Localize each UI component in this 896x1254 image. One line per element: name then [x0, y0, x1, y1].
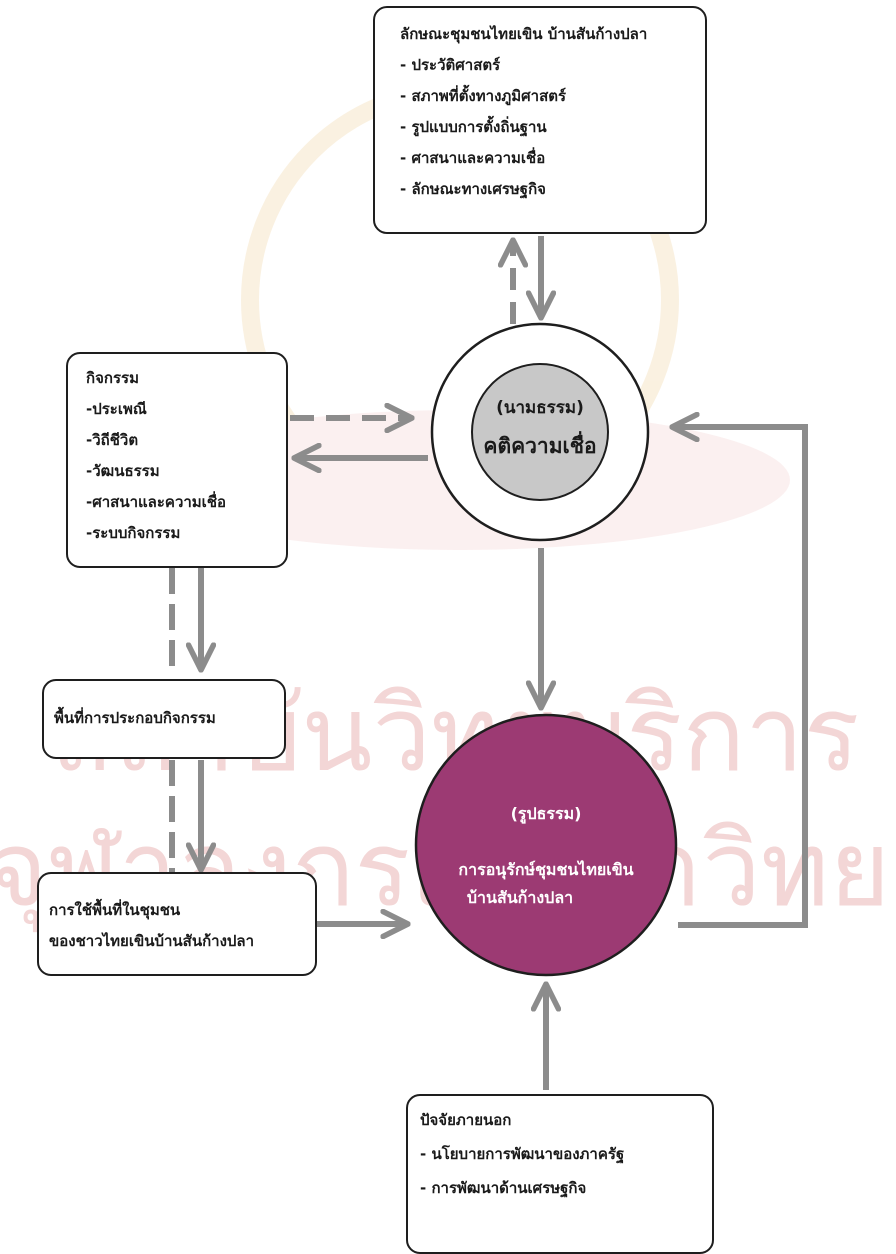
conservation-title-line-1: การอนุรักษ์ชุมชนไทยเขิน: [458, 860, 634, 879]
space-use-line-1: การใช้พื้นที่ในชุมชน: [49, 901, 181, 919]
external-factors-box: ปัจจัยภายนอก - นโยบายการพัฒนาของภาครัฐ -…: [406, 1094, 714, 1254]
activities-box: กิจกรรม -ประเพณี -วิถีชีวิต -วัฒนธรรม -ศ…: [66, 352, 288, 568]
external-item: - นโยบายการพัฒนาของภาครัฐ: [420, 1145, 625, 1163]
arrow-conservation-feedback: [672, 427, 808, 928]
belief-title: คติความเชื่อ: [483, 434, 597, 458]
activities-item: -ประเพณี: [86, 400, 147, 418]
activities-item: -ระบบกิจกรรม: [86, 524, 181, 542]
space-use-box: การใช้พื้นที่ในชุมชน ของชาวไทยเขินบ้านสั…: [37, 872, 317, 976]
activity-space-label: พื้นที่การประกอบกิจกรรม: [54, 709, 216, 727]
conservation-circle: [414, 713, 678, 977]
activities-item: -วิถีชีวิต: [86, 431, 139, 449]
characteristics-title: ลักษณะชุมชนไทยเขิน บ้านสันก้างปลา: [400, 25, 648, 43]
characteristics-box: ลักษณะชุมชนไทยเขิน บ้านสันก้างปลา - ประว…: [373, 6, 707, 234]
conservation-title-line-2: บ้านสันก้างปลา: [466, 888, 574, 907]
characteristics-item: - ประวัติศาสตร์: [400, 56, 501, 74]
external-item: - การพัฒนาด้านเศรษฐกิจ: [420, 1179, 587, 1197]
space-use-line-2: ของชาวไทยเขินบ้านสันก้างปลา: [49, 932, 255, 950]
activities-item: -วัฒนธรรม: [86, 462, 160, 480]
external-title: ปัจจัยภายนอก: [420, 1111, 512, 1129]
characteristics-item: - ลักษณะทางเศรษฐกิจ: [400, 180, 546, 198]
characteristics-item: - รูปแบบการตั้งถิ่นฐาน: [400, 118, 547, 136]
conservation-subtitle: (รูปธรรม): [510, 804, 582, 823]
activity-space-box: พื้นที่การประกอบกิจกรรม: [42, 679, 286, 759]
activities-title: กิจกรรม: [86, 369, 139, 387]
belief-subtitle: (นามธรรม): [496, 398, 584, 418]
characteristics-item: - ศาสนาและความเชื่อ: [400, 149, 546, 167]
activities-item: -ศาสนาและความเชื่อ: [86, 493, 227, 511]
belief-circle-inner: [471, 363, 609, 501]
characteristics-item: - สภาพที่ตั้งทางภูมิศาสตร์: [400, 87, 567, 105]
